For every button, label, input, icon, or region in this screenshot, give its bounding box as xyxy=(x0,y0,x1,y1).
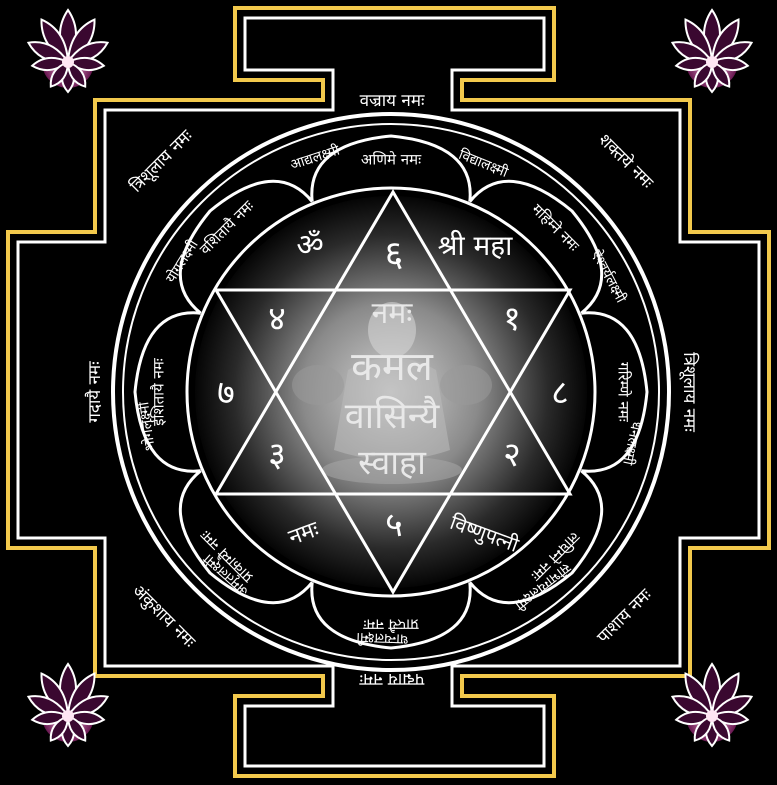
lakshmi-name-5: धान्यलक्ष्मी xyxy=(356,629,409,648)
center-mantra-line-3: वासिन्यै xyxy=(345,395,441,437)
star-number-upper-left: ४ xyxy=(268,299,286,339)
center-mantra-line-1: नमः xyxy=(372,296,414,331)
star-number-left: ७ xyxy=(217,373,235,413)
inscription-top: वज्राय नमः xyxy=(360,91,425,111)
center-mantra-line-4: स्वाहा xyxy=(358,443,427,483)
petal-inscription-3: गरिम्णे नमः xyxy=(615,362,633,423)
center-mantra-line-2: कमल xyxy=(351,344,434,390)
inscription-left: गदायै नमः xyxy=(84,361,105,423)
inscription-bottom: पद्माय नमः xyxy=(359,669,424,689)
star-number-right: ८ xyxy=(551,373,569,413)
star-number-bottom: ५ xyxy=(385,505,403,545)
inscription-right: त्रिशूलाय नमः xyxy=(679,352,700,432)
star-number-lower-right: २ xyxy=(503,435,521,475)
star-number-lower-left: ३ xyxy=(268,435,286,475)
petal-inscription-1: अणिमे नमः xyxy=(361,151,422,169)
star-number-top: ६ xyxy=(385,234,404,275)
om-symbol: ॐ xyxy=(296,228,323,263)
star-number-upper-right: १ xyxy=(503,299,521,339)
shri-maha-label: श्री महा xyxy=(438,229,514,262)
